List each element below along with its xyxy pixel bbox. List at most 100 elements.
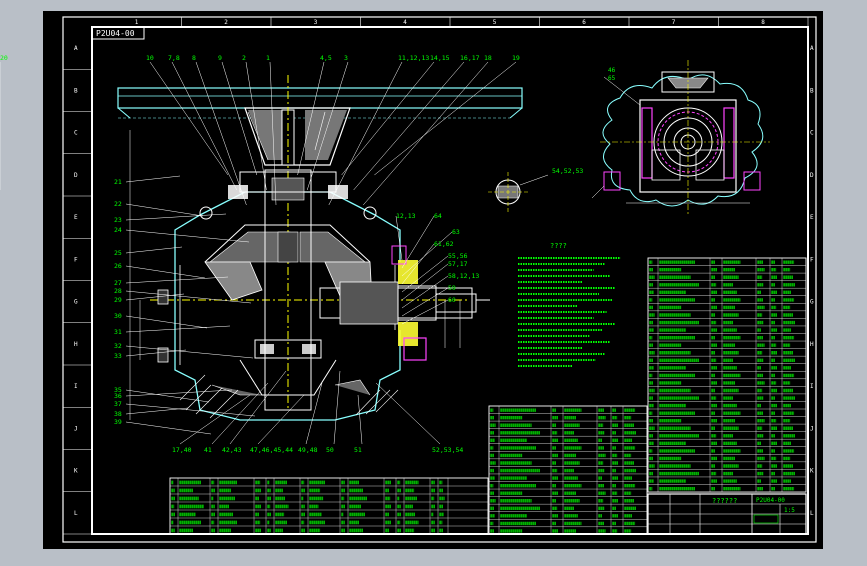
callout-right-3: 61,62 xyxy=(434,240,454,248)
parts-list-bottom xyxy=(169,477,489,535)
callout-bottom-0: 17,40 xyxy=(172,446,192,454)
zone-row-right-F: F xyxy=(810,256,814,263)
title-block-scale: 1:5 xyxy=(784,507,795,514)
housing-body xyxy=(174,262,401,421)
zone-row-D: D xyxy=(74,172,78,179)
callout-left-6: 27 xyxy=(114,279,122,287)
callout-right-6: 58,12,13 xyxy=(448,272,479,280)
callout-right-8: 60 xyxy=(448,296,456,304)
callout-left-4: 25 xyxy=(114,249,122,257)
zone-row-right-J: J xyxy=(810,425,814,432)
hub xyxy=(244,107,351,166)
callout-top-1: 7,8 xyxy=(168,54,180,62)
callout-top-view-46: 46 xyxy=(608,67,616,74)
zone-col-1: 1 xyxy=(135,19,139,26)
callout-top-3: 9 xyxy=(218,54,222,62)
flange-detail xyxy=(403,337,427,361)
callout-left-17: 39 xyxy=(114,418,122,426)
zone-row-G: G xyxy=(74,299,78,306)
zone-row-H: H xyxy=(74,341,78,348)
zone-row-right-D: D xyxy=(810,172,814,179)
callout-top-0: 10 xyxy=(146,54,154,62)
zone-row-right-E: E xyxy=(810,214,814,221)
shaft-section-detail: 54,52,53 xyxy=(488,167,583,212)
outer-border xyxy=(62,16,817,543)
title-block: ?????? P2U04-00 1:5 xyxy=(647,493,807,535)
zone-col-4: 4 xyxy=(403,19,407,26)
callout-left-13: 35 xyxy=(114,386,122,394)
callout-bottom-2: 42,43 xyxy=(222,446,242,454)
callout-left-0: 21 xyxy=(114,178,122,186)
main-section-view xyxy=(117,75,523,421)
callout-top-13: 20 xyxy=(0,54,8,62)
callout-top-7: 3 xyxy=(344,54,348,62)
zone-row-right-I: I xyxy=(810,383,814,390)
zone-row-right-K: K xyxy=(810,468,814,475)
zone-col-6: 6 xyxy=(582,19,586,26)
callout-bottom-6: 51 xyxy=(354,446,362,454)
callout-top-11: 18 xyxy=(484,54,492,62)
callout-right-1: 64 xyxy=(434,212,442,220)
zone-row-A: A xyxy=(74,45,78,52)
zone-row-right-B: B xyxy=(810,87,814,94)
zone-row-B: B xyxy=(74,87,78,94)
zone-row-K: K xyxy=(74,468,78,475)
leader-lines xyxy=(0,61,517,445)
zone-col-2: 2 xyxy=(224,19,228,26)
callout-top-5: 1 xyxy=(266,54,270,62)
callout-left-1: 22 xyxy=(114,200,122,208)
callout-left-3: 24 xyxy=(114,226,122,234)
zone-row-right-G: G xyxy=(810,299,814,306)
callout-left-16: 38 xyxy=(114,410,122,418)
callout-bottom-7: 52,53,54 xyxy=(432,446,463,454)
callout-left-2: 23 xyxy=(114,216,122,224)
callout-bottom-1: 41 xyxy=(204,446,212,454)
zone-row-E: E xyxy=(74,214,78,221)
zone-row-right-A: A xyxy=(810,45,814,52)
callout-left-11: 32 xyxy=(114,342,122,350)
stamp-box xyxy=(91,26,145,40)
shaft-callout: 54,52,53 xyxy=(552,167,583,175)
callout-top-10: 16,17 xyxy=(460,54,480,62)
callout-bottom-4: 49,48 xyxy=(298,446,318,454)
callout-top-4: 2 xyxy=(242,54,246,62)
zone-row-right-L: L xyxy=(810,510,814,517)
callout-bottom-5: 50 xyxy=(326,446,334,454)
notes-lines xyxy=(518,257,621,367)
callout-right-2: 63 xyxy=(452,228,460,236)
callout-bottom-3: 47,46,45,44 xyxy=(250,446,293,454)
callout-left-12: 33 xyxy=(114,352,122,360)
parts-list-middle xyxy=(488,405,648,535)
zone-col-5: 5 xyxy=(493,19,497,26)
title-block-title: ?????? xyxy=(712,497,737,505)
zone-row-right-H: H xyxy=(810,341,814,348)
zone-row-J: J xyxy=(74,425,78,432)
zone-col-7: 7 xyxy=(672,19,676,26)
zone-row-I: I xyxy=(74,383,78,390)
callout-top-9: 14,15 xyxy=(430,54,450,62)
callout-right-0: 12,13 xyxy=(396,212,416,220)
top-view xyxy=(591,60,770,215)
zone-row-L: L xyxy=(74,510,78,517)
technical-notes: ???? xyxy=(518,242,621,367)
notes-title: ???? xyxy=(550,242,567,250)
parts-list-right xyxy=(647,257,807,493)
callout-right-7: 59 xyxy=(448,284,456,292)
callout-right-5: 57,17 xyxy=(448,260,468,268)
callout-top-8: 11,12,13 xyxy=(398,54,429,62)
zone-row-F: F xyxy=(74,256,78,263)
callout-right-4: 55,56 xyxy=(448,252,468,260)
gear-outline xyxy=(602,74,764,207)
callout-top-12: 19 xyxy=(512,54,520,62)
callout-left-7: 28 xyxy=(114,287,122,295)
zone-row-C: C xyxy=(74,130,78,137)
callout-top-view-65: 65 xyxy=(608,75,616,82)
callout-left-9: 30 xyxy=(114,312,122,320)
callout-top-6: 4,5 xyxy=(320,54,332,62)
